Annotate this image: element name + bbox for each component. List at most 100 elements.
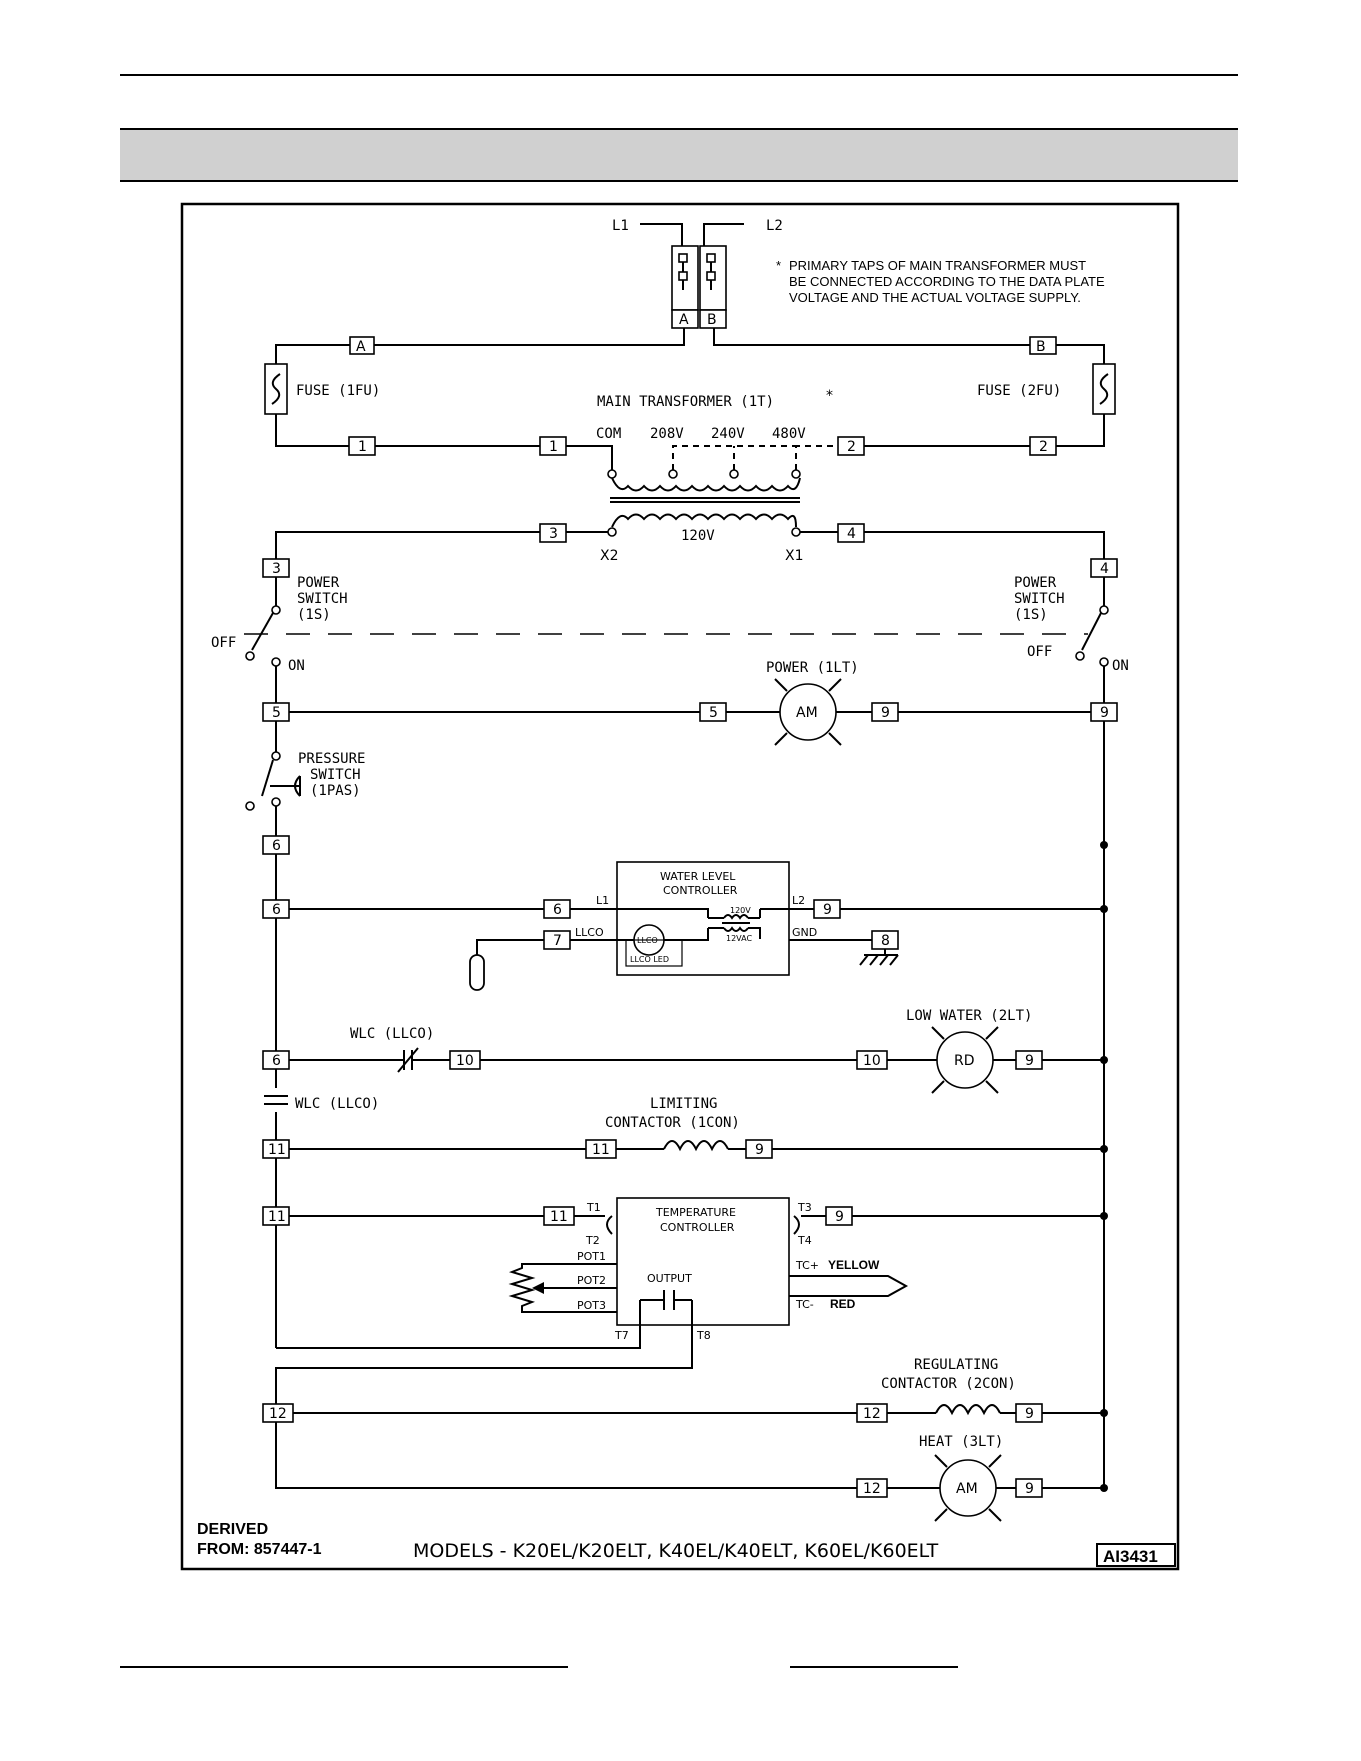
wire-tag-11d [543, 1206, 575, 1226]
potentiometer [508, 1263, 617, 1313]
power-light-label: POWER (1LT) [766, 660, 859, 676]
footer-rule-left [120, 1666, 568, 1668]
tc-pot3: POT3 [577, 1299, 606, 1312]
svg-text:2: 2 [847, 439, 856, 455]
pressure-switch-line3: (1PAS) [310, 783, 361, 799]
header-band [120, 128, 1238, 182]
top-rule [120, 74, 1238, 76]
svg-text:2: 2 [1039, 439, 1048, 455]
svg-text:9: 9 [1025, 1406, 1034, 1422]
water-level-controller [616, 861, 790, 976]
svg-text:11: 11 [268, 1209, 286, 1225]
svg-text:1: 1 [358, 439, 367, 455]
wire-tag-11b [585, 1139, 617, 1159]
switch-right-off: OFF [1027, 644, 1052, 660]
svg-text:6: 6 [272, 1053, 281, 1069]
tc-t3: T3 [797, 1201, 812, 1214]
tap-480v: 480V [772, 426, 806, 442]
wire-tag-9d [745, 1139, 773, 1159]
heat-light-3lt [939, 1459, 997, 1517]
power-switch-right-line2: SWITCH [1014, 591, 1065, 607]
derived-line1: DERIVED [197, 1521, 268, 1538]
tc-yellow: YELLOW [828, 1258, 880, 1272]
heat-light-label: HEAT (3LT) [919, 1434, 1003, 1450]
footer-rule-right [790, 1666, 958, 1668]
transformer-title: MAIN TRANSFORMER (1T) [597, 394, 774, 410]
svg-text:3: 3 [549, 526, 558, 542]
wire-tag-1b [539, 436, 567, 456]
limiting-line1: LIMITING [650, 1096, 717, 1112]
svg-text:11: 11 [550, 1209, 568, 1225]
wlc-gnd: GND [792, 926, 817, 939]
wlc-no-label: WLC (LLCO) [295, 1096, 379, 1112]
drawing-id-box [1096, 1543, 1176, 1567]
svg-text:12: 12 [863, 1481, 881, 1497]
svg-text:3: 3 [272, 561, 281, 577]
wlc-nc-label: WLC (LLCO) [350, 1026, 434, 1042]
svg-text:4: 4 [1100, 561, 1109, 577]
power-switch-left-line1: POWER [297, 575, 340, 591]
wire-tag-3 [539, 523, 567, 543]
svg-text:12: 12 [269, 1406, 287, 1422]
svg-text:6: 6 [553, 902, 562, 918]
temperature-controller [616, 1197, 790, 1326]
power-light-1lt [779, 683, 837, 741]
x1-label: X1 [785, 548, 804, 564]
tap-208v: 208V [650, 426, 684, 442]
svg-text:6: 6 [272, 838, 281, 854]
wlc-line2: CONTROLLER [663, 884, 738, 897]
svg-text:12: 12 [863, 1406, 881, 1422]
svg-text:1: 1 [549, 439, 558, 455]
wire-tag-10b [856, 1050, 888, 1070]
svg-text:11: 11 [268, 1142, 286, 1158]
power-switch-right-line3: (1S) [1014, 607, 1048, 623]
svg-text:10: 10 [456, 1053, 474, 1069]
wire-tag-12b [856, 1403, 888, 1423]
switch-left-off: OFF [211, 635, 236, 651]
pressure-switch-line2: SWITCH [310, 767, 361, 783]
wire-tag-a [349, 336, 375, 355]
wire-tag-b [1029, 336, 1057, 355]
tc-t1: T1 [586, 1201, 601, 1214]
thermocouple-probe [789, 1275, 909, 1297]
tc-t2: T2 [585, 1234, 600, 1247]
tc-tcp: TC+ [795, 1259, 819, 1272]
tc-output: OUTPUT [647, 1272, 692, 1285]
svg-text:6: 6 [272, 902, 281, 918]
tc-line2: CONTROLLER [660, 1221, 735, 1234]
wlc-l1: L1 [596, 894, 609, 907]
limiting-coil [663, 1140, 729, 1152]
svg-text:9: 9 [755, 1142, 764, 1158]
svg-text:AM: AM [796, 705, 818, 721]
tc-pot2: POT2 [577, 1274, 606, 1287]
tc-pot1: POT1 [577, 1250, 606, 1263]
wlc-line1: WATER LEVEL [660, 870, 736, 883]
power-switch-left-line3: (1S) [297, 607, 331, 623]
wire-tag-9b [813, 899, 841, 919]
wire-tag-4 [837, 523, 865, 543]
wire-tag-9f [1015, 1403, 1043, 1423]
models-text: MODELS - K20EL/K20ELT, K40EL/K40ELT, K60… [413, 1540, 939, 1562]
wire-tag-9c [1015, 1050, 1043, 1070]
svg-text:B: B [1036, 339, 1046, 355]
power-switch-right-line1: POWER [1014, 575, 1057, 591]
regulating-line1: REGULATING [914, 1357, 998, 1373]
wire-tag-9a [871, 702, 899, 722]
svg-text:AM: AM [956, 1481, 978, 1497]
regulating-coil [935, 1404, 1001, 1416]
fuse2-label: FUSE (2FU) [977, 383, 1061, 399]
svg-text:5: 5 [709, 705, 718, 721]
tc-line1: TEMPERATURE [655, 1206, 736, 1219]
switch-left-on: ON [288, 658, 305, 674]
wire-tag-6c [543, 899, 571, 919]
svg-text:9: 9 [835, 1209, 844, 1225]
regulating-line2: CONTACTOR (2CON) [881, 1376, 1016, 1392]
svg-text:11: 11 [592, 1142, 610, 1158]
note-asterisk: * [776, 258, 781, 273]
switch-right-on: ON [1112, 658, 1129, 674]
tap-com: COM [596, 426, 621, 442]
x2-label: X2 [600, 548, 619, 564]
svg-text:A: A [356, 339, 366, 355]
tc-t8: T8 [696, 1329, 711, 1342]
wlc-l2: L2 [792, 894, 805, 907]
